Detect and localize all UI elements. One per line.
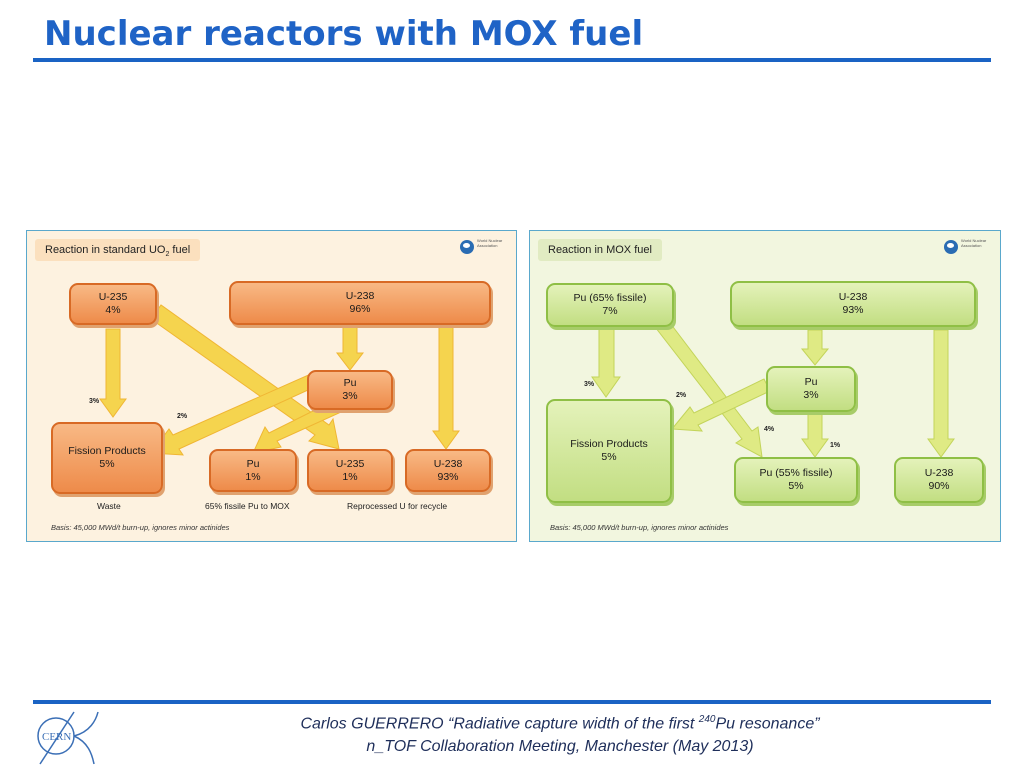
box-value: 5%: [99, 458, 115, 470]
arrow-pu-mid-to-fission: [670, 378, 771, 432]
uo2-title-prefix: Reaction in standard UO: [45, 244, 166, 256]
box-label: U-235: [98, 291, 128, 303]
mox-box-pu-mid: Pu 3%: [766, 366, 856, 412]
box-label: U-238: [838, 291, 868, 303]
box-value: 3%: [803, 389, 819, 401]
wna-logo-text: World Nuclear Association: [961, 238, 987, 248]
box-value: 96%: [349, 303, 371, 315]
box-value: 90%: [928, 480, 950, 492]
mox-flow-arrows: [591, 314, 955, 458]
mox-box-u238-top: U-238 93%: [730, 281, 976, 327]
footer-line-1: Carlos GUERRERO “Radiative capture width…: [200, 714, 920, 733]
globe-icon: [944, 240, 958, 254]
box-label: Pu: [246, 457, 260, 470]
box-value: 4%: [105, 304, 121, 316]
mox-box-fission-products: Fission Products 5%: [546, 399, 672, 503]
mox-label-pu-diag: 4%: [764, 426, 775, 433]
mox-label-pu-to-fission: 2%: [676, 392, 687, 399]
uo2-box-u238-bottom: U-238 93%: [405, 449, 491, 492]
globe-icon: [460, 240, 474, 254]
uo2-title-suffix: fuel: [169, 244, 191, 256]
box-value: 7%: [602, 305, 618, 317]
box-label: Fission Products: [570, 438, 648, 450]
mox-panel-title: Reaction in MOX fuel: [538, 239, 662, 261]
uo2-box-u238-top: U-238 96%: [229, 281, 491, 325]
arrow-u235-to-u235: [150, 304, 340, 450]
uo2-basis-note: Basis: 45,000 MWd/t burn-up, ignores min…: [51, 523, 230, 532]
uo2-caption-waste: Waste: [97, 501, 121, 511]
footer-isotope-mass: 240: [698, 714, 716, 725]
box-value: 93%: [842, 304, 864, 316]
uo2-box-u235-top: U-235 4%: [69, 283, 157, 325]
box-value: 1%: [342, 470, 358, 483]
box-value: 1%: [245, 470, 261, 483]
arrow-u238-to-pu: [335, 324, 365, 371]
box-label: Pu (65% fissile): [573, 292, 647, 304]
mox-fuel-diagram: Reaction in MOX fuel World Nuclear Assoc…: [529, 230, 1001, 542]
arrow-pu-to-fission-down: [591, 328, 621, 398]
arrow-u235-to-fission: [99, 328, 127, 418]
cern-logo-curve: [73, 711, 99, 737]
cern-logo-stroke: [39, 711, 75, 765]
uo2-caption-pu-to-mox: 65% fissile Pu to MOX: [205, 501, 290, 511]
cern-logo-text: CERN: [42, 731, 71, 743]
mox-box-pu-top: Pu (65% fissile) 7%: [546, 283, 674, 327]
box-label: U-238: [345, 290, 375, 302]
box-value: 5%: [601, 451, 617, 463]
footer-line-2: n_TOF Collaboration Meeting, Manchester …: [366, 738, 754, 755]
uo2-box-pu-mid: Pu 3%: [307, 370, 393, 410]
box-label: Fission Products: [68, 445, 146, 457]
wna-logo-text: World Nuclear Association: [477, 238, 503, 248]
slide-title: Nuclear reactors with MOX fuel: [44, 14, 644, 54]
box-label: U-238: [924, 467, 954, 479]
box-label: Pu: [343, 377, 357, 389]
footer-rule: [33, 700, 991, 704]
uo2-panel-title: Reaction in standard UO2 fuel: [35, 239, 201, 261]
arrow-u238-to-u238: [432, 324, 460, 450]
arrow-pumid-to-pubottom: [801, 412, 829, 458]
box-label: U-238: [433, 457, 463, 470]
cern-logo-curve: [73, 735, 95, 765]
mox-label-pu-down: 1%: [830, 442, 841, 449]
arrow-u238-to-pu: [800, 329, 830, 366]
arrow-pu-top-to-pu-bottom: [651, 314, 763, 458]
box-label: Pu (55% fissile): [759, 467, 833, 479]
footer-resonance: Pu resonance”: [715, 715, 820, 733]
box-value: 93%: [437, 470, 459, 483]
world-nuclear-association-logo: World Nuclear Association: [944, 238, 992, 260]
uo2-label-pu-to-fission: 2%: [177, 413, 188, 420]
arrow-u238-to-u238: [927, 329, 955, 458]
box-label: Pu: [804, 376, 818, 388]
uo2-box-pu-bottom: Pu 1%: [209, 449, 297, 492]
cern-logo: CERN: [37, 711, 99, 765]
arrow-pu-to-fission: [150, 372, 320, 456]
uo2-flow-arrows: [99, 304, 460, 456]
uo2-fuel-diagram: Reaction in standard UO2 fuel World Nucl…: [26, 230, 517, 542]
mox-box-u238-bottom: U-238 90%: [894, 457, 984, 503]
world-nuclear-association-logo: World Nuclear Association: [460, 238, 508, 260]
uo2-label-to-fission: 3%: [89, 398, 100, 405]
uo2-title-subscript: 2: [165, 251, 170, 259]
uo2-caption-reprocessed: Reprocessed U for recycle: [347, 501, 448, 511]
box-value: 3%: [342, 390, 358, 402]
title-underline: [33, 58, 991, 62]
uo2-box-u235-bottom: U-235 1%: [307, 449, 393, 492]
uo2-box-fission-products: Fission Products 5%: [51, 422, 163, 494]
box-value: 5%: [788, 480, 804, 492]
box-label: U-235: [335, 457, 365, 470]
mox-label-to-fission: 3%: [584, 381, 595, 388]
mox-box-pu-bottom: Pu (55% fissile) 5%: [734, 457, 858, 503]
footer-author: Carlos GUERRERO “Radiative capture width…: [300, 715, 699, 733]
mox-basis-note: Basis: 45,000 MWd/t burn-up, ignores min…: [550, 523, 729, 532]
